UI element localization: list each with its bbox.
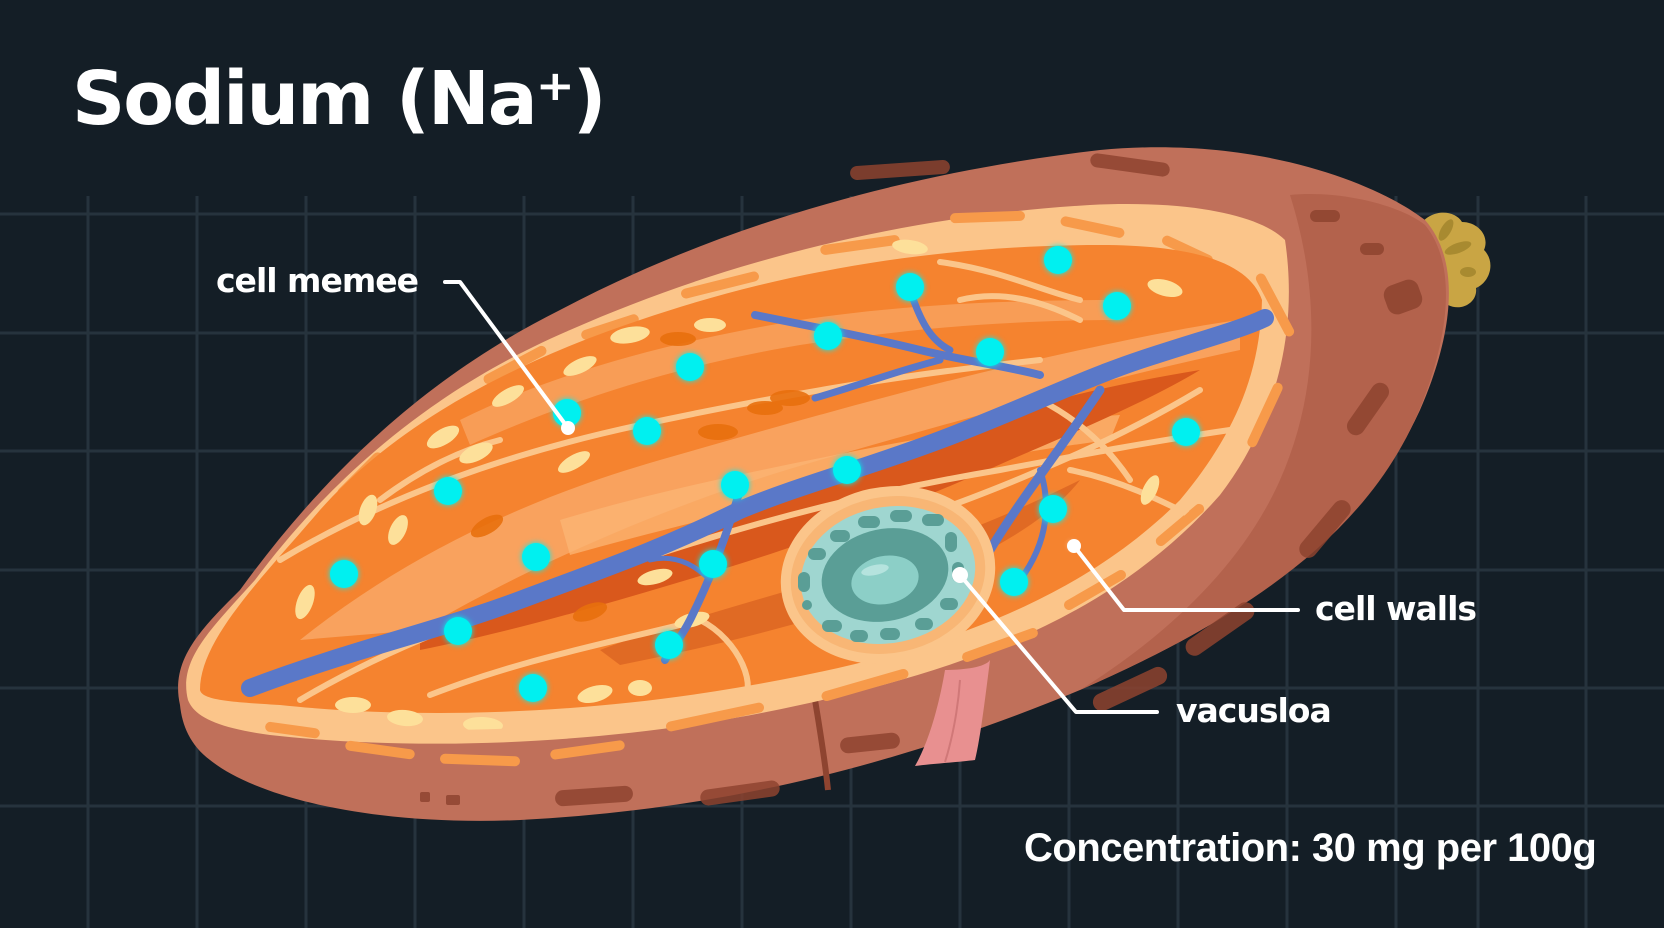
vacuole bbox=[780, 486, 996, 664]
page-title: Sodium (Na⁺) bbox=[72, 56, 607, 142]
root bbox=[915, 660, 990, 766]
stem bbox=[1420, 212, 1491, 308]
label-vacuole: vacusloa bbox=[1176, 691, 1332, 730]
label-cell-walls: cell walls bbox=[1315, 589, 1477, 628]
label-cell-membrane: cell memee bbox=[216, 261, 419, 300]
leader-lines bbox=[443, 280, 1300, 714]
concentration-text: Concentration: 30 mg per 100g bbox=[1024, 826, 1597, 870]
sodium-ions bbox=[330, 246, 1200, 702]
leader-vacuole bbox=[958, 573, 1159, 714]
leader-cell-walls bbox=[1072, 544, 1300, 612]
leader-cell-membrane bbox=[443, 280, 570, 430]
